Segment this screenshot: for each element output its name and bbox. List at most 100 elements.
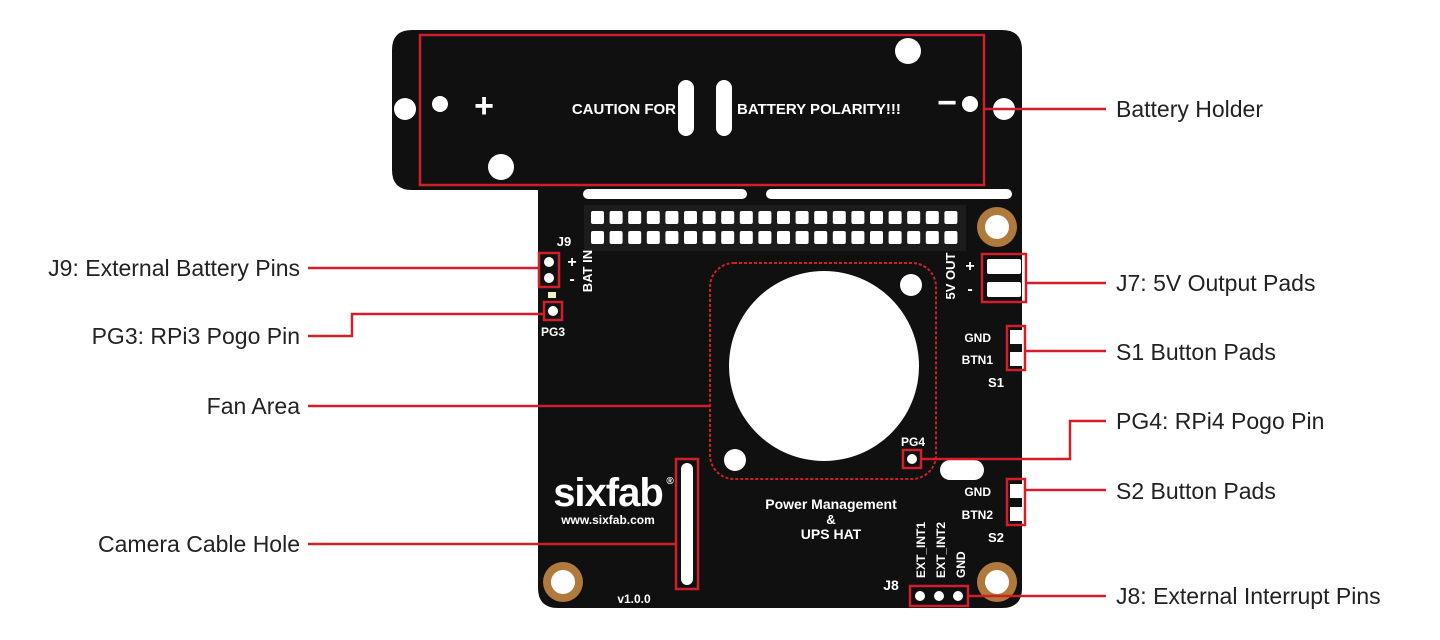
callout-s2: S2 Button Pads [1116,478,1276,504]
gpio-pin [832,231,846,244]
bat-in-label: BAT IN [580,250,595,292]
gpio-pin [814,211,828,224]
gpio-pin [888,231,902,244]
gpio-pin [591,211,604,224]
callout-j9: J9: External Battery Pins [48,255,300,281]
j7-plus: + [965,258,974,275]
s2-slot [940,460,984,480]
sixfab-logo-registered: ® [666,476,674,487]
callout-j8: J8: External Interrupt Pins [1116,583,1381,609]
j9-minus: - [569,271,574,288]
gpio-pin [628,211,642,224]
battery-mount-hole [895,38,921,64]
gpio-pin [888,211,902,224]
j7-pad [987,282,1021,297]
pg3-pad-outline [542,300,564,322]
gpio-pin [591,231,604,244]
fan-opening [729,271,919,461]
sixfab-logo: sixfab [553,471,663,515]
gpio-pin [851,211,865,224]
gpio-pin [795,231,809,244]
caution-text-right: BATTERY POLARITY!!! [737,101,901,118]
callout-line-pg3 [308,312,544,338]
gpio-pin [870,231,883,244]
battery-minus-symbol: − [937,84,957,122]
s2-label: S2 [988,530,1004,545]
pg3-pin [548,306,558,316]
s2-gnd-label: GND [964,485,991,499]
version-label: v1.0.0 [617,592,651,606]
s2-pad [1010,507,1022,521]
j8-pin3-label: GND [954,551,968,578]
gpio-pin [702,231,716,244]
callout-camera: Camera Cable Hole [98,531,300,557]
j9-pin [544,273,554,283]
gpio-pin [665,231,679,244]
j8-label: J8 [883,577,899,593]
pcb-board [392,30,1022,608]
s1-label: S1 [988,375,1004,390]
mounting-hole [977,207,1017,247]
callout-s1: S1 Button Pads [1116,339,1276,365]
j8-pin [953,591,963,601]
battery-mount-hole [394,98,416,120]
gpio-pin [758,231,772,244]
pg4-label: PG4 [901,435,925,449]
gpio-pin [944,211,958,224]
j8-pin [934,591,944,601]
j8-pin1-label: EXT_INT1 [914,522,928,578]
j9-pins [537,251,561,289]
product-name-line3: UPS HAT [801,526,862,542]
s2-btn-label: BTN2 [962,508,994,522]
camera-cable-hole-outline [674,457,700,591]
gpio-pin [628,231,642,244]
pg3-label: PG3 [541,325,565,339]
s1-gnd-label: GND [964,331,991,345]
gpio-pin [739,211,753,224]
website-text: www.sixfab.com [560,513,655,527]
s1-pad [1010,352,1022,366]
callout-fan: Fan Area [207,393,301,419]
pg4-pin [907,454,917,464]
gpio-pin [925,211,939,224]
silkscreen-bar [766,189,1012,199]
j9-label: J9 [557,234,571,249]
battery-mount-hole [488,154,514,180]
callout-line-pg4 [921,419,1106,461]
battery-plus-symbol: + [474,87,494,125]
fan-area-outline [709,262,937,480]
gpio-pin [907,211,921,224]
s1-pad [1010,330,1022,344]
caution-text-left: CAUTION FOR [572,101,676,118]
j8-pin [915,591,925,601]
gpio-pin [777,211,790,224]
s2-pad [1010,484,1022,498]
product-name-line1: Power Management [765,496,897,512]
fan-mount-hole [900,274,922,296]
silkscreen-bar [583,189,747,199]
j7-pads-outline [980,252,1028,304]
product-name-line2: & [826,512,835,527]
j8-pin2-label: EXT_INT2 [934,522,948,578]
gpio-pin [814,231,828,244]
gpio-pin [739,231,753,244]
callout-pg3: PG3: RPi3 Pogo Pin [92,323,300,349]
gpio-pin [777,231,790,244]
gpio-pin-grid [591,211,958,244]
battery-contact-plus [432,96,448,112]
callout-pg4: PG4: RPi4 Pogo Pin [1116,408,1324,434]
gpio-pin [907,231,921,244]
j7-minus: - [967,281,972,298]
gpio-pin [832,211,846,224]
camera-cable-hole [681,463,693,585]
battery-contact-minus [962,96,978,112]
battery-slot [678,80,694,136]
gpio-pin [665,211,679,224]
battery-slot [716,80,732,136]
gpio-pin [646,211,660,224]
s1-pads-outline [1005,324,1027,372]
gpio-pin [646,231,660,244]
pg3-marker [548,292,556,298]
gpio-pin [721,231,735,244]
